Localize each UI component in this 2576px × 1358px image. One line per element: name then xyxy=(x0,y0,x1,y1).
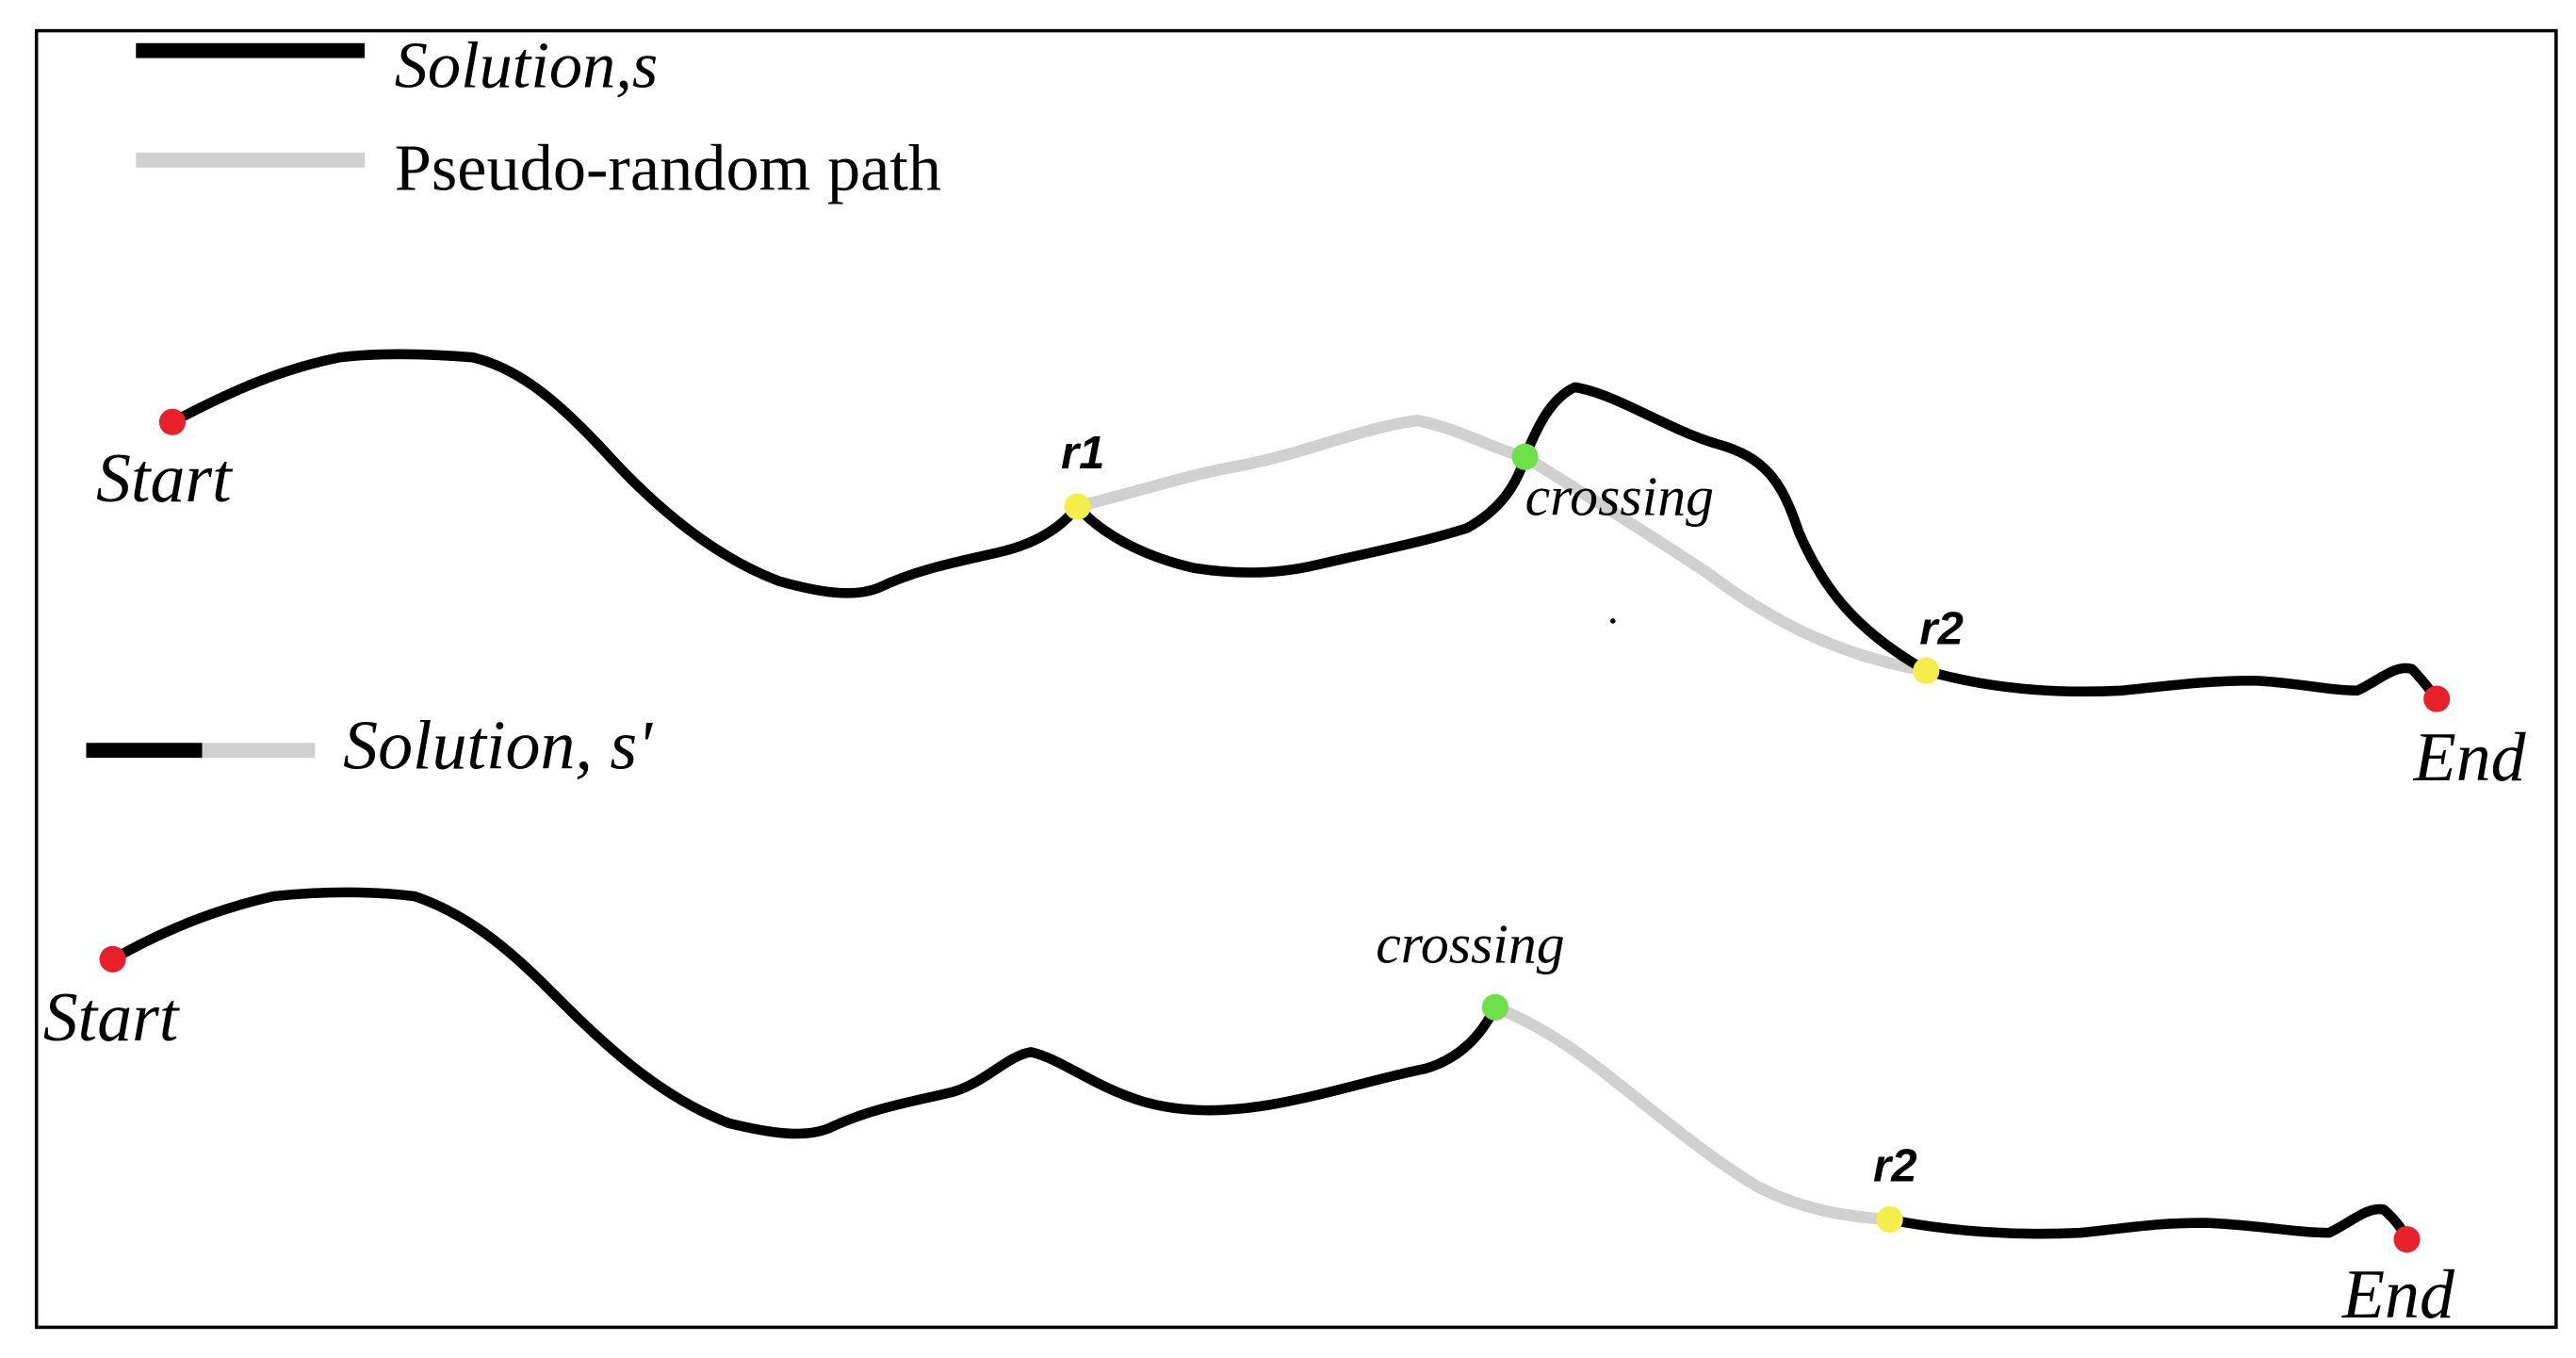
bottom-crossing-label: crossing xyxy=(1376,912,1564,974)
legend: Solution,s Pseudo-random path xyxy=(136,28,941,205)
top-r1-label: r1 xyxy=(1061,427,1105,479)
legend-label-solution-s: Solution,s xyxy=(395,28,659,102)
top-end-marker xyxy=(2423,685,2451,712)
top-crossing-marker xyxy=(1511,443,1539,470)
top-solution-path-start-to-r1 xyxy=(167,349,1083,598)
bottom-r2-marker xyxy=(1876,1205,1903,1234)
bottom-crossing-marker xyxy=(1481,993,1508,1021)
bottom-end-label: End xyxy=(2341,1255,2455,1333)
legend-solution-s-prime: Solution, s' xyxy=(86,707,653,784)
top-start-label: Start xyxy=(96,439,233,516)
top-pseudo-random-path xyxy=(1071,414,1932,677)
top-r2-label: r2 xyxy=(1919,603,1964,655)
bottom-solution-path-start-to-crossing xyxy=(107,887,1501,1139)
top-start-marker xyxy=(158,408,187,435)
top-diagram: Start r1 crossing r2 End xyxy=(96,349,2527,795)
top-r1-marker xyxy=(1064,493,1091,520)
bottom-solution-path-r2-to-end xyxy=(1884,1203,2412,1245)
bottom-start-marker xyxy=(99,945,126,973)
top-crossing-label: crossing xyxy=(1525,465,1714,527)
legend-label-solution-s-prime: Solution, s' xyxy=(343,707,653,784)
bottom-r2-label: r2 xyxy=(1873,1140,1917,1192)
bottom-start-label: Start xyxy=(43,978,180,1055)
bottom-diagram: Start crossing r2 End xyxy=(43,887,2455,1333)
legend-label-pseudo-random-path: Pseudo-random path xyxy=(395,131,941,205)
top-stray-dot xyxy=(1610,618,1616,624)
bottom-end-marker xyxy=(2393,1226,2421,1253)
top-end-label: End xyxy=(2413,718,2527,795)
top-solution-path-r2-to-end xyxy=(1921,663,2442,704)
top-r2-marker xyxy=(1913,657,1940,684)
figure-frame xyxy=(34,28,2558,1330)
bottom-pseudo-random-path xyxy=(1489,1001,1896,1226)
